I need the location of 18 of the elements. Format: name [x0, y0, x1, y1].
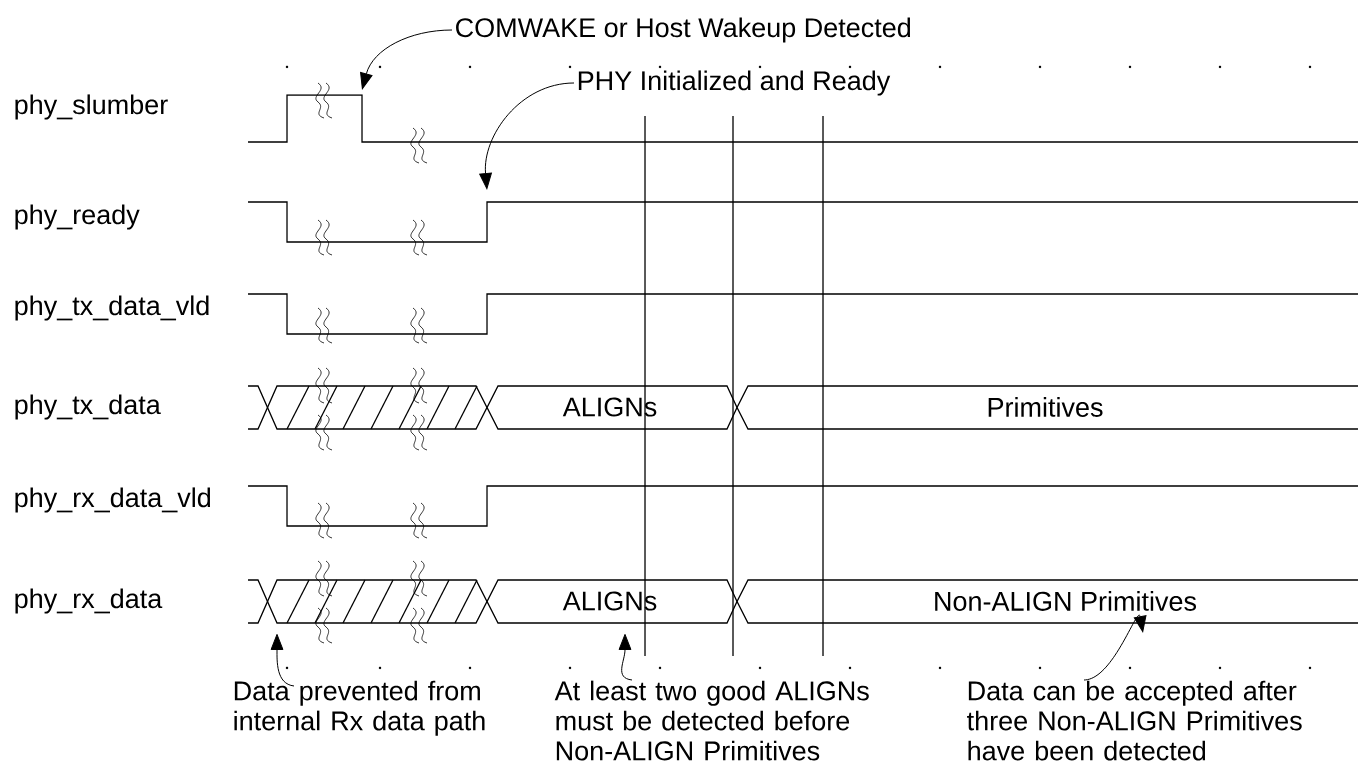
bus-value-label: Primitives — [988, 397, 1103, 417]
callout-text: PHY Initialized and Ready — [578, 70, 891, 96]
leader-arrow — [479, 82, 575, 190]
bus-value-label: Non-ALIGN Primitives — [935, 591, 1196, 611]
callout-text: Data prevented from internal Rx data path — [234, 680, 485, 736]
callout-text: Data can be accepted after three Non-ALIGN Primitives have been detected — [967, 680, 1302, 761]
signal-name: phy_tx_data_vld — [15, 295, 209, 321]
signal-name: phy_rx_data — [15, 588, 163, 614]
leader-arrow — [360, 29, 453, 90]
signal-name: phy_slumber — [15, 94, 168, 120]
signal-name: phy_ready — [15, 204, 140, 230]
callout-text: At least two good ALIGNs must be detected before Non-ALIGN Primitives — [554, 680, 869, 761]
callout-text: COMWAKE or Host Wakeup Detected — [456, 17, 911, 43]
signal-name: phy_tx_data — [15, 394, 161, 420]
signal-name: phy_rx_data_vld — [15, 487, 211, 513]
leader-arrow — [618, 633, 633, 681]
leader-arrow — [270, 633, 295, 687]
leader-arrow — [1083, 614, 1147, 681]
